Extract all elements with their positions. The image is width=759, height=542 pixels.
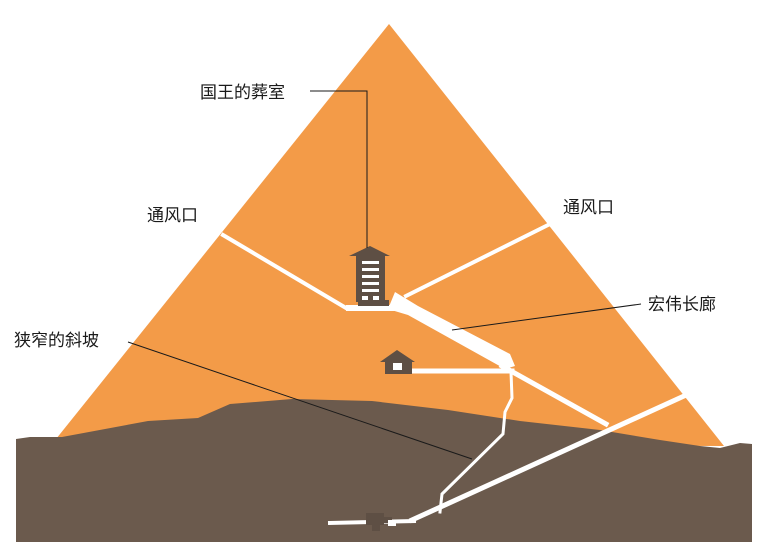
grand-gallery-shape xyxy=(388,292,515,369)
label-kings-chamber: 国王的葬室 xyxy=(200,83,285,103)
air-shaft-right xyxy=(403,222,551,299)
descending-passage xyxy=(408,392,688,524)
leader-lines xyxy=(127,90,642,460)
label-grand-gallery: 宏伟长廊 xyxy=(648,295,716,315)
leader-grand-gallery xyxy=(451,303,642,331)
subterranean-chamber-icon xyxy=(366,513,396,531)
label-narrow-slope: 狭窄的斜坡 xyxy=(14,331,99,351)
queens-chamber-icon xyxy=(380,350,415,374)
leader-kings-chamber xyxy=(310,90,368,248)
kings-chamber-floor xyxy=(346,305,396,311)
ascending-passage xyxy=(498,362,610,428)
pyramid-body xyxy=(52,24,724,446)
label-air-shaft-right: 通风口 xyxy=(563,198,614,218)
kings-chamber-icon xyxy=(349,246,390,306)
air-shaft-left xyxy=(220,232,349,311)
well-shaft xyxy=(438,370,514,514)
label-air-shaft-left: 通风口 xyxy=(147,206,198,226)
passages xyxy=(220,222,688,526)
leader-narrow-slope xyxy=(127,341,473,460)
bedrock-ground xyxy=(16,399,752,542)
